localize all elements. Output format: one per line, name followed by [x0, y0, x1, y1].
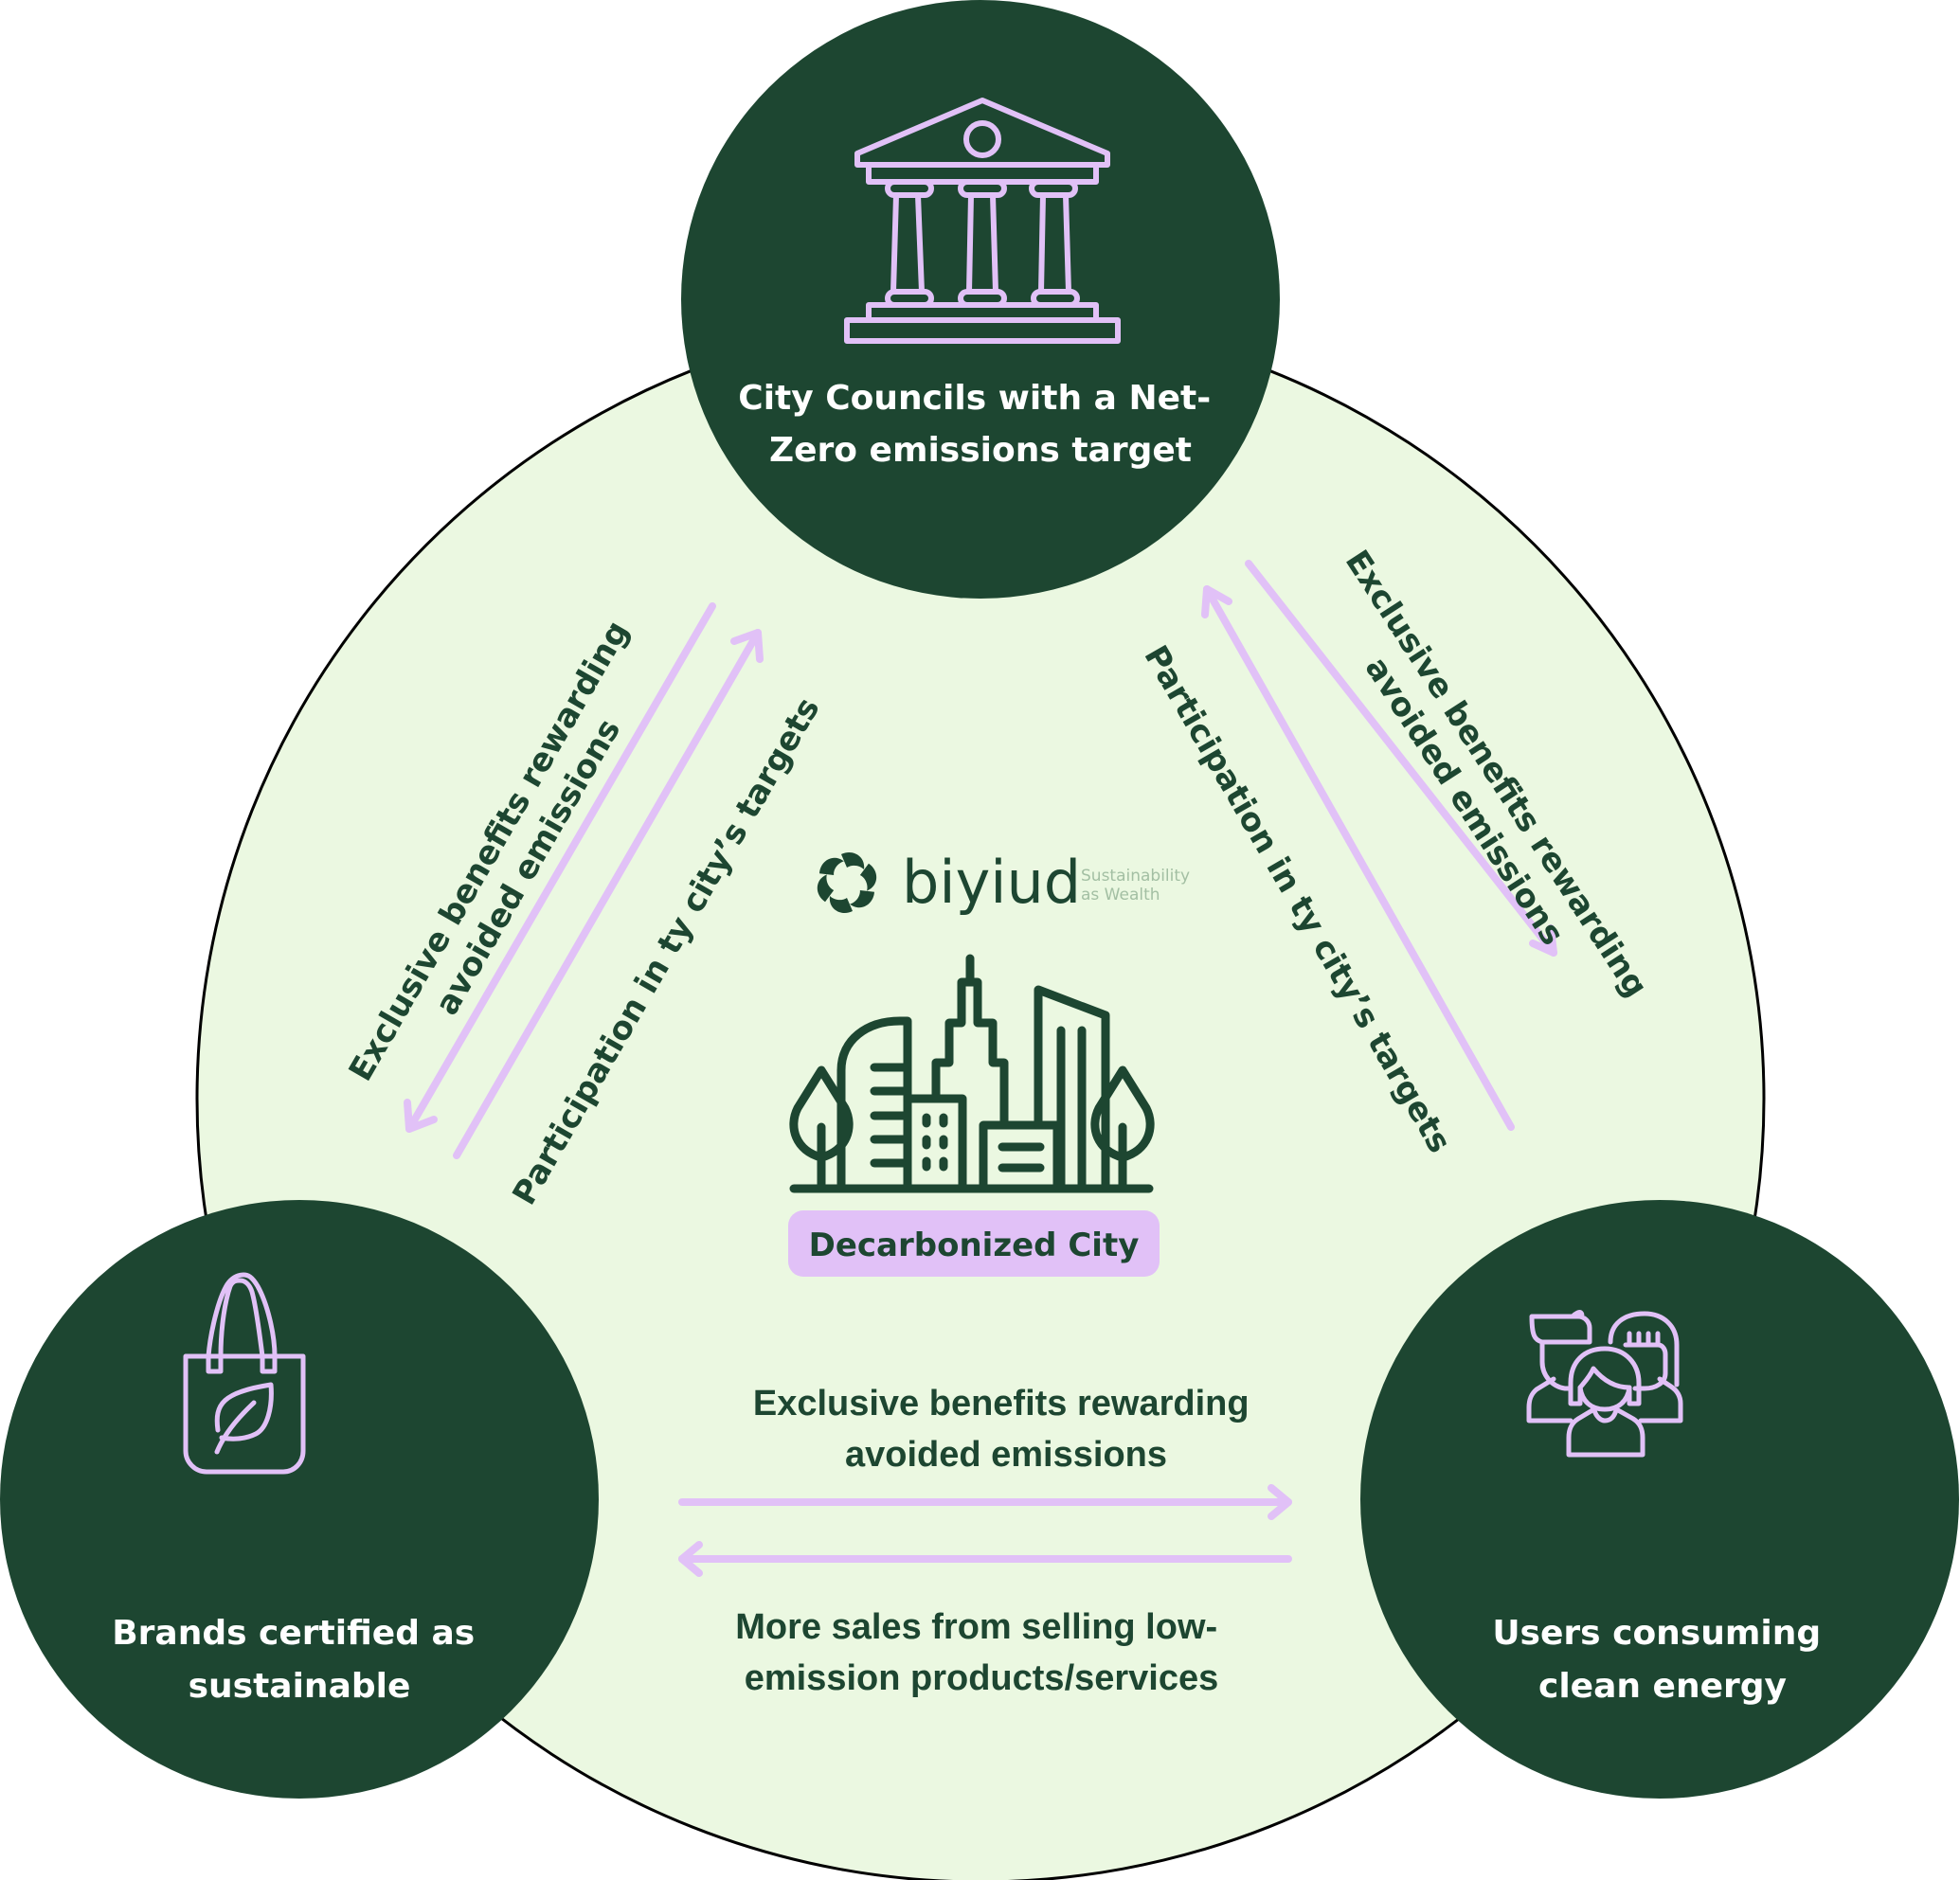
brand-tagline-line1: Sustainability [1081, 867, 1190, 886]
node-brands[interactable]: Brands certified as sustainable [0, 1200, 599, 1799]
node-title-line2: sustainable [189, 1667, 411, 1706]
arrow-brands-to-users [678, 1484, 1292, 1520]
bottom-flow-label-benefits-line1: Exclusive benefits rewarding [753, 1384, 1250, 1423]
node-title-line1: City Councils with a Net- [738, 379, 1211, 418]
node-title: Users consuming clean energy [1492, 1614, 1832, 1706]
node-circle [681, 0, 1280, 599]
node-city-councils[interactable]: City Councils with a Net- Zero emissions… [681, 0, 1280, 599]
brand-logo: biyiud Sustainability as Wealth [817, 848, 1196, 917]
node-title: Brands certified as sustainable [112, 1614, 487, 1706]
arrow-to-users [1245, 560, 1557, 957]
node-title-line2: Zero emissions target [769, 431, 1192, 470]
node-users[interactable]: Users consuming clean energy [1360, 1200, 1959, 1799]
city-skyline-icon [789, 954, 1155, 1193]
bottom-flow-label-benefits: Exclusive benefits rewarding avoided emi… [753, 1384, 1259, 1475]
node-circle [0, 1200, 599, 1799]
left-flow-arrows [404, 602, 764, 1159]
arrow-to-council-right [1201, 585, 1515, 1131]
badge-label: Decarbonized City [809, 1226, 1140, 1264]
node-title-line1: Brands certified as [112, 1614, 475, 1653]
arrow-to-brands [404, 602, 716, 1133]
government-building-icon [844, 98, 1121, 344]
node-title-line1: Users consuming [1492, 1614, 1821, 1653]
node-title-line2: clean energy [1538, 1667, 1787, 1706]
bottom-flow-arrows [678, 1484, 1292, 1577]
node-title: City Councils with a Net- Zero emissions… [738, 379, 1222, 470]
bottom-flow-label-sales-line2: emission products/services [745, 1658, 1219, 1698]
flower-swirl-logo-icon [817, 851, 877, 914]
users-group-icon [1526, 1310, 1683, 1458]
badge-background [788, 1210, 1160, 1277]
decarbonized-city-badge: Decarbonized City [788, 1210, 1160, 1277]
arrow-to-council-left [453, 629, 764, 1159]
right-flow-arrows [1201, 560, 1557, 1131]
arrow-users-to-brands [678, 1541, 1292, 1577]
bottom-flow-label-benefits-line2: avoided emissions [845, 1435, 1167, 1475]
brand-tagline-line2: as Wealth [1081, 886, 1160, 904]
node-circle [1360, 1200, 1959, 1799]
eco-shopping-bag-icon [183, 1272, 306, 1475]
brand-tagline: Sustainability as Wealth [1081, 867, 1196, 904]
bottom-flow-label-sales: More sales from selling low- emission pr… [735, 1607, 1227, 1698]
brand-name: biyiud [902, 848, 1081, 917]
bottom-flow-label-sales-line1: More sales from selling low- [735, 1607, 1217, 1647]
